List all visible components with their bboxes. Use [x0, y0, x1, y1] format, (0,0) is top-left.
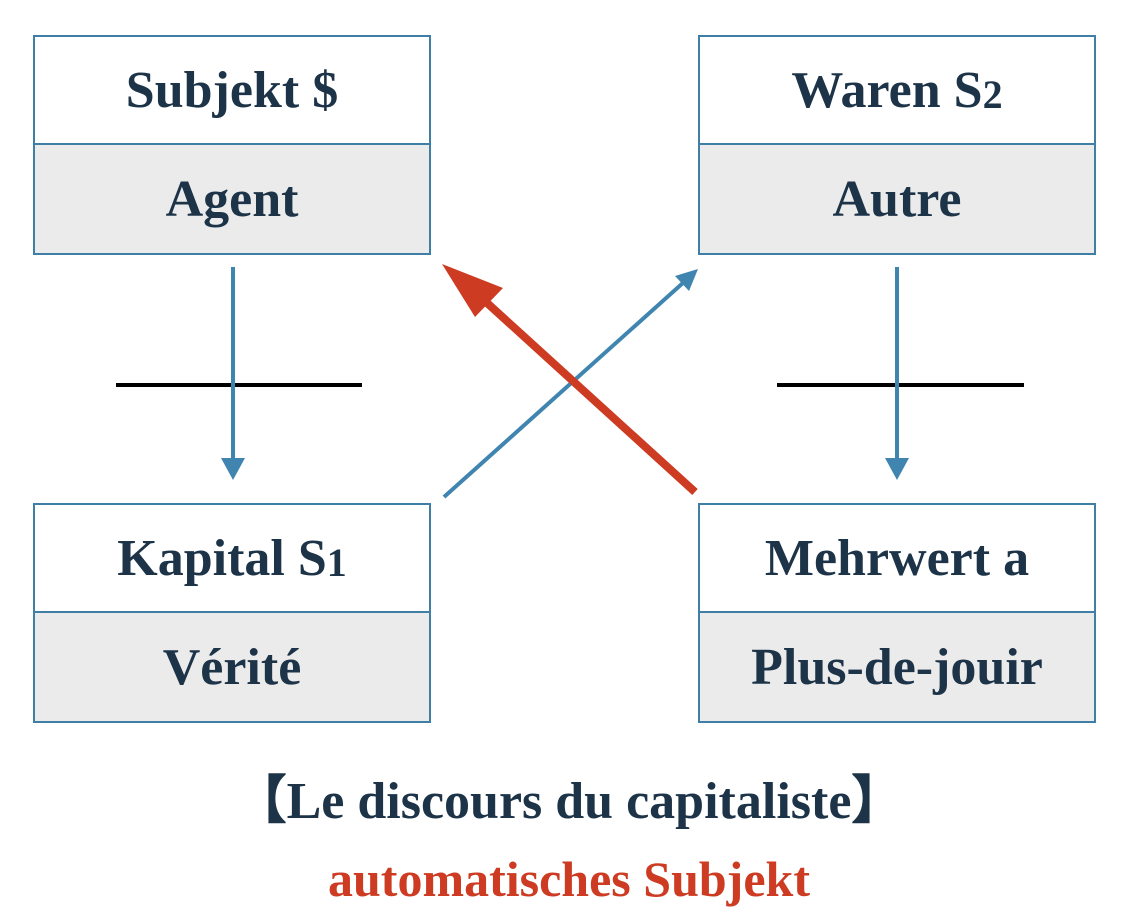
diagram-subtitle: automatisches Subjekt — [328, 851, 810, 907]
box-kapital-subscript: 1 — [326, 539, 347, 585]
box-subjekt-bottom: Agent — [35, 145, 429, 253]
left-down-arrowhead — [221, 458, 245, 480]
box-subjekt-symbol: $ — [312, 61, 339, 119]
box-waren-bottom: Autre — [700, 145, 1094, 253]
box-mehrwert-bottom: Plus-de-jouir — [700, 613, 1094, 721]
box-kapital-bottom: Vérité — [35, 613, 429, 721]
red-diagonal-arrowhead — [442, 264, 503, 317]
blue-diagonal-arrow — [442, 280, 686, 499]
blue-diagonal-arrowhead — [675, 269, 698, 291]
box-subjekt-top: Subjekt $ — [35, 37, 429, 145]
box-subjekt: Subjekt $ Agent — [33, 35, 431, 255]
red-diagonal-arrow — [472, 289, 698, 495]
box-mehrwert-title: Mehrwert a — [764, 529, 1030, 587]
right-down-arrowhead — [885, 458, 909, 480]
box-waren-title: Waren S — [791, 61, 983, 119]
box-kapital-title: Kapital S — [117, 529, 327, 587]
box-mehrwert: Mehrwert a Plus-de-jouir — [698, 503, 1096, 723]
box-mehrwert-top: Mehrwert a — [700, 505, 1094, 613]
diagram-title: 【Le discours du capitaliste】 — [234, 773, 904, 830]
box-waren-subscript: 2 — [982, 71, 1003, 117]
box-subjekt-title: Subjekt — [125, 61, 300, 119]
